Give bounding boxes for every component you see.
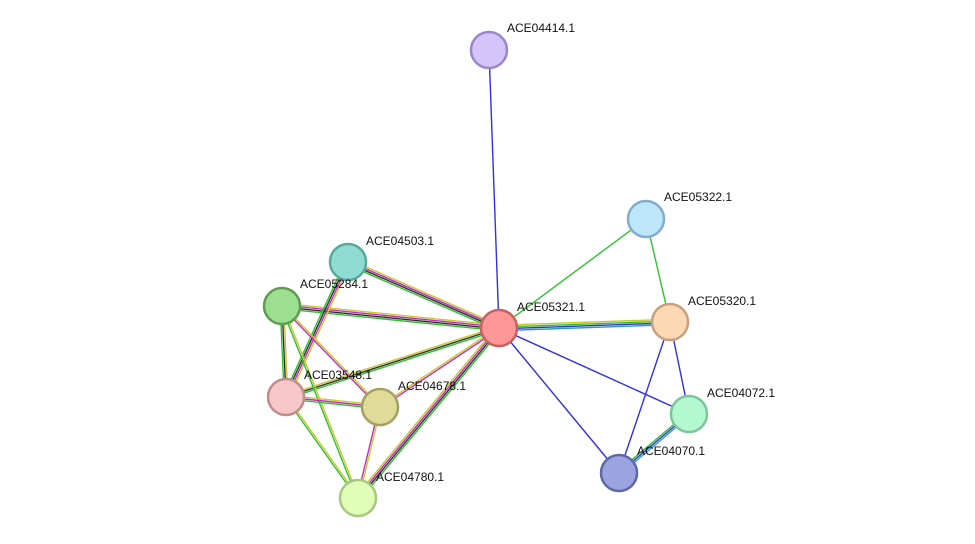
node-label-ACE04780.1: ACE04780.1 [376, 470, 444, 484]
node-label-ACE05284.1: ACE05284.1 [300, 277, 368, 291]
edge-ACE05322.1-ACE05321.1 [498, 218, 647, 329]
edge-ACE04678.1-ACE05321.1 [379, 326, 500, 409]
edge-evidence-line [355, 325, 498, 497]
edge-ACE05321.1-ACE04070.1 [498, 327, 620, 474]
node-ACE04070.1[interactable] [599, 453, 639, 493]
node-label-ACE04414.1: ACE04414.1 [507, 21, 575, 35]
edge-evidence-line [356, 326, 499, 498]
edge-ACE04780.1-ACE05321.1 [355, 325, 502, 501]
edge-evidence-line [498, 327, 690, 415]
node-ACE04414.1[interactable] [469, 30, 509, 70]
node-ACE03548.1[interactable] [266, 377, 306, 417]
edge-evidence-line [348, 260, 500, 328]
edge-ACE05284.1-ACE05321.1 [281, 302, 500, 332]
edge-evidence-line [286, 396, 360, 498]
edge-ACE04503.1-ACE03548.1 [282, 260, 352, 399]
edge-evidence-line [281, 307, 499, 332]
node-label-ACE03548.1: ACE03548.1 [304, 368, 372, 382]
edge-evidence-line [499, 322, 671, 330]
edge-evidence-line [286, 329, 500, 400]
node-ACE05321.1[interactable] [479, 308, 519, 348]
edge-evidence-line [285, 325, 499, 396]
node-ACE04072.1[interactable] [669, 394, 709, 434]
edge-evidence-line [498, 218, 647, 329]
node-label-ACE05322.1: ACE05322.1 [664, 190, 732, 204]
node-label-ACE05321.1: ACE05321.1 [517, 300, 585, 314]
edge-evidence-line [282, 304, 500, 328]
edge-evidence-line [498, 327, 620, 474]
edge-evidence-line [287, 262, 352, 399]
node-ACE05322.1[interactable] [626, 199, 666, 239]
edge-ACE05321.1-ACE04072.1 [498, 327, 690, 415]
node-ACE04503.1[interactable] [328, 242, 368, 282]
edge-ACE03548.1-ACE05321.1 [285, 325, 500, 400]
edge-evidence-line [281, 306, 499, 330]
edge-ACE03548.1-ACE04780.1 [284, 396, 360, 499]
edge-evidence-line [346, 263, 499, 332]
edge-evidence-line [284, 397, 358, 499]
node-ACE04780.1[interactable] [338, 478, 378, 518]
node-ACE05320.1[interactable] [650, 302, 690, 342]
edge-evidence-line [379, 326, 499, 407]
node-label-ACE04072.1: ACE04072.1 [707, 386, 775, 400]
node-ACE05284.1[interactable] [262, 286, 302, 326]
edge-evidence-line [380, 328, 500, 409]
node-layer [262, 30, 709, 518]
label-layer: ACE04414.1ACE05322.1ACE04503.1ACE05284.1… [300, 21, 775, 484]
edge-evidence-line [347, 262, 499, 330]
node-label-ACE05320.1: ACE05320.1 [688, 294, 756, 308]
edge-evidence-line [498, 318, 670, 327]
node-label-ACE04678.1: ACE04678.1 [398, 379, 466, 393]
edge-evidence-line [282, 302, 500, 327]
edge-ACE04503.1-ACE05321.1 [346, 258, 501, 332]
node-ACE04678.1[interactable] [360, 387, 400, 427]
edge-evidence-line [282, 260, 347, 397]
edge-evidence-line [282, 305, 360, 498]
edge-evidence-line [282, 304, 382, 407]
edge-ACE04414.1-ACE05321.1 [488, 49, 500, 329]
edge-evidence-line [488, 49, 500, 329]
edge-evidence-line [498, 320, 670, 328]
edge-ACE05284.1-ACE04678.1 [280, 304, 382, 409]
edge-ACE05321.1-ACE05320.1 [498, 318, 671, 332]
edge-evidence-line [359, 329, 502, 501]
node-label-ACE04070.1: ACE04070.1 [637, 444, 705, 458]
edge-evidence-line [280, 306, 380, 409]
edge-evidence-line [348, 258, 501, 327]
edge-evidence-line [284, 261, 348, 397]
edge-evidence-line [499, 323, 671, 332]
edge-evidence-line [358, 328, 501, 500]
edge-evidence-line [285, 327, 500, 398]
edge-evidence-line [618, 321, 671, 474]
edge-ACE05320.1-ACE04070.1 [618, 321, 671, 474]
node-label-ACE04503.1: ACE04503.1 [366, 234, 434, 248]
edge-evidence-line [286, 262, 350, 398]
